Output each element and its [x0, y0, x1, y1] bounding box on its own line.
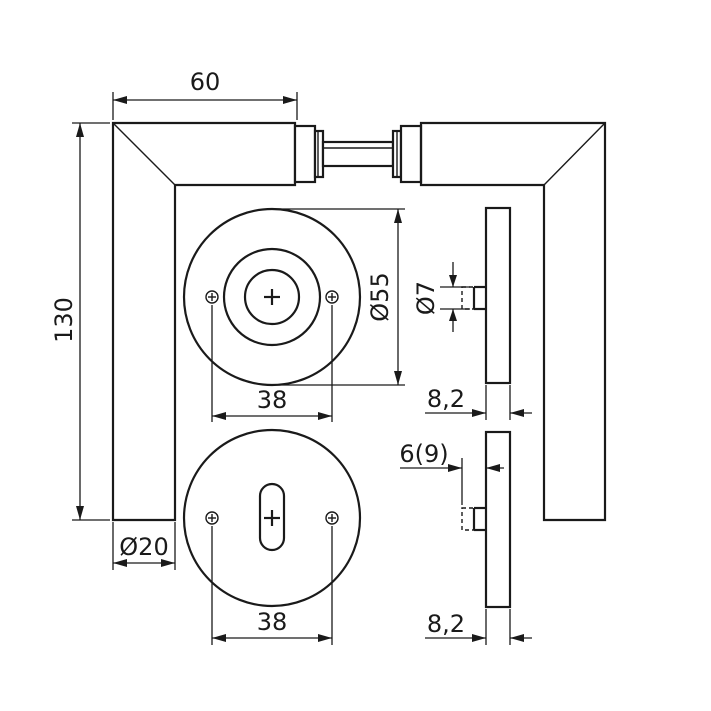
dimension-lever-height: 130 [50, 122, 110, 521]
rose-thickness-bottom-label: 8,2 [427, 610, 465, 638]
cylinder-rose [182, 207, 362, 387]
dimension-screw-spacing-bottom: 38 [211, 526, 333, 645]
screw-spacing-bottom-label: 38 [257, 608, 288, 636]
spindle-diameter-label: Ø7 [412, 281, 440, 315]
pin-length-label: 6(9) [399, 440, 448, 468]
lever-diameter-label: Ø20 [119, 533, 168, 561]
screw-icon [325, 511, 339, 525]
dimension-screw-spacing-top: 38 [211, 305, 333, 422]
screw-icon [205, 290, 219, 304]
dimension-lever-length: 60 [112, 68, 298, 120]
left-lever-handle [111, 121, 317, 522]
rose-side-view-top [461, 206, 512, 385]
right-lever-handle [399, 121, 607, 522]
screw-spacing-top-label: 38 [257, 386, 288, 414]
lever-height-label: 130 [50, 297, 78, 343]
dimension-spindle-diameter: Ø7 [412, 262, 470, 332]
spindle-cross-icon [264, 510, 280, 526]
dimension-pin-length: 6(9) [399, 432, 504, 505]
screw-icon [205, 511, 219, 525]
dimension-rose-diameter: Ø55 [272, 208, 405, 386]
dimension-rose-thickness-bottom: 8,2 [425, 609, 532, 645]
rose-thickness-top-label: 8,2 [427, 385, 465, 413]
spindle-cross-icon [264, 289, 280, 305]
rose-diameter-label: Ø55 [366, 272, 394, 321]
screw-icon [325, 290, 339, 304]
keyhole-rose [182, 428, 362, 608]
dimension-rose-thickness-top: 8,2 [425, 385, 532, 420]
spindle [313, 129, 403, 179]
rose-side-view-bottom [461, 430, 512, 609]
lever-length-label: 60 [190, 68, 221, 96]
dimension-lever-diameter: Ø20 [112, 522, 176, 570]
